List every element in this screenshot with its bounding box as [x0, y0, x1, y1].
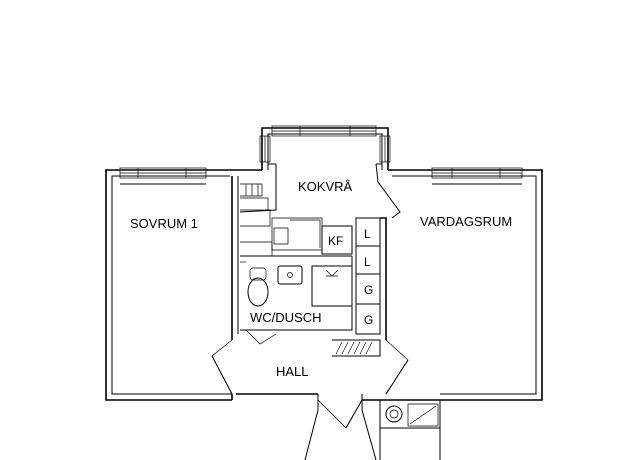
label-fridge-freezer: KF	[328, 234, 343, 248]
label-bedroom: SOVRUM 1	[130, 216, 198, 231]
label-closet-1: L	[364, 227, 371, 241]
label-living-room: VARDAGSRUM	[420, 214, 512, 229]
label-closet-3: G	[364, 283, 373, 297]
outer-walls	[105, 127, 543, 460]
bathroom-fixtures	[240, 256, 353, 331]
label-bathroom: WC/DUSCH	[250, 310, 322, 325]
label-closet-2: L	[364, 255, 371, 269]
windows	[119, 125, 523, 185]
room-labels: SOVRUM 1 KOKVRÅ VARDAGSRUM WC/DUSCH HALL	[130, 179, 512, 379]
kitchen-core	[239, 163, 401, 340]
label-hall: HALL	[276, 364, 309, 379]
label-kitchen-nook: KOKVRÅ	[298, 179, 353, 194]
doors	[211, 329, 439, 429]
fixture-labels: KF L L G G	[328, 227, 373, 327]
label-closet-4: G	[364, 313, 373, 327]
